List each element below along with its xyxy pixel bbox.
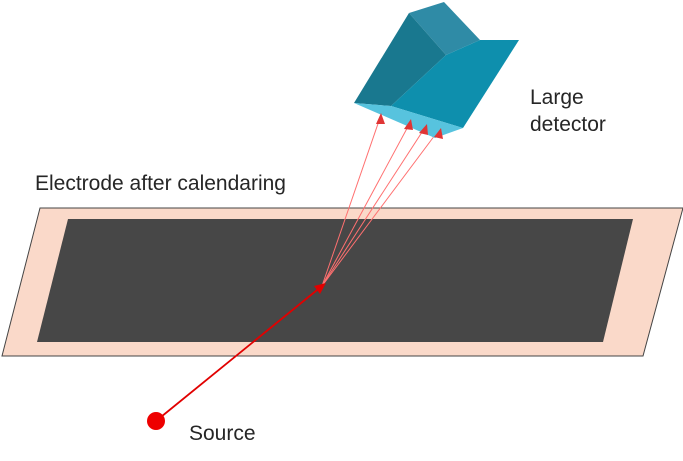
scatter-ray: [321, 120, 412, 287]
arrow-head: [404, 119, 413, 130]
arrow-head: [434, 128, 443, 139]
incident-beam: [155, 285, 323, 422]
source-label: Source: [189, 422, 256, 445]
detector-label-line2: detector: [530, 113, 606, 136]
electrode-label: Electrode after calendaring: [35, 172, 286, 195]
electrode-coating: [37, 219, 633, 342]
detector-side-face: [354, 13, 446, 106]
arrow-head: [419, 124, 428, 135]
detector-top-face: [409, 2, 480, 55]
source-dot-icon: [147, 412, 165, 430]
scatter-rays: [321, 114, 439, 287]
detector-front-face: [391, 40, 519, 128]
scatter-ray: [321, 130, 439, 287]
box-detector-icon: [354, 2, 519, 138]
detector-sensor-face: [354, 103, 463, 138]
arrow-head: [376, 113, 385, 124]
beam-arrow-head: [314, 283, 326, 294]
detected-arrow-heads: [376, 113, 443, 139]
scatter-ray: [321, 114, 382, 287]
detector-label-line1: Large: [530, 86, 584, 109]
scatter-ray: [321, 125, 427, 287]
